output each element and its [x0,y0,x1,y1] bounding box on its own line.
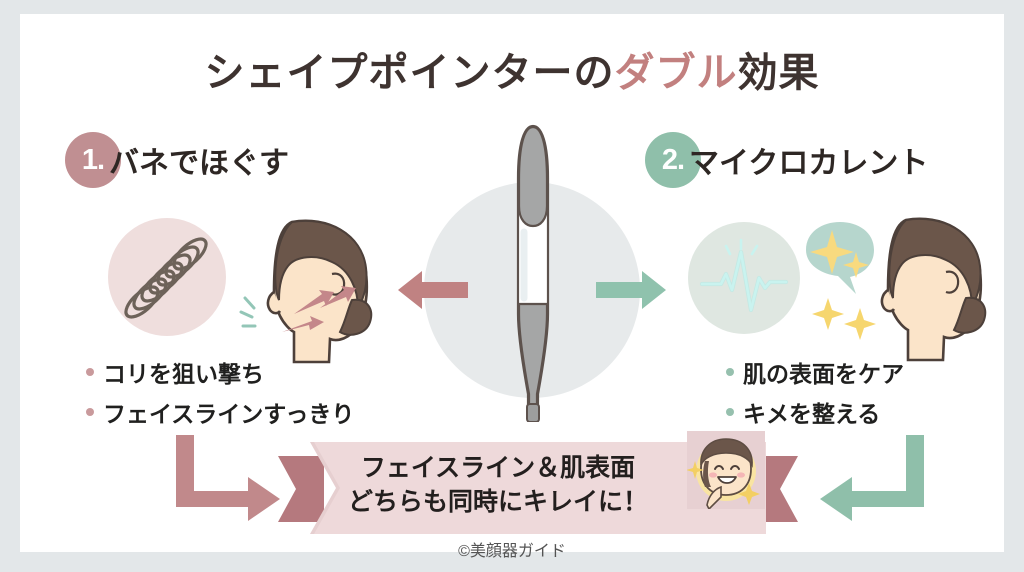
bullet-dot-icon [726,368,734,376]
ribbon-line-1: フェイスライン＆肌表面 [360,454,636,482]
bullet-list-left: コリを狙い撃ち フェイスラインすっきり [86,355,354,435]
bullet-text: フェイスラインすっきり [103,401,355,427]
arrow-left-rose [398,271,468,309]
wave-icon-background [688,222,800,334]
section-2-label: マイクロカレント [689,147,929,180]
bullet-list-right: 肌の表面をケア キメを整える [726,355,904,435]
sparkle-speech-bubble [806,222,876,340]
ribbon-banner [278,442,798,534]
spring-icon-background [108,218,226,336]
bullet-text: コリを狙い撃ち [103,361,264,387]
section-header-1: 1. バネでほぐす [65,132,289,188]
ribbon-line-2: どちらも同時にキレイに！ [347,487,648,516]
page-title-part1: シェイプポインターの [204,51,615,95]
footer-credit: ©美顔器ガイド [458,543,566,560]
list-item: 肌の表面をケア [726,355,904,389]
bullet-dot-icon [86,408,94,416]
elbow-arrow-right [820,435,924,521]
smiling-woman-illustration [687,431,765,509]
page-title-highlight: ダブル [614,51,738,95]
list-item: キメを整える [726,395,904,429]
list-item: コリを狙い撃ち [86,355,354,389]
shape-pointer-device [516,124,550,422]
pulse-wave-icon [699,238,789,313]
bullet-text: キメを整える [743,401,881,427]
section-1-number-badge: 1. [65,132,121,188]
face-illustration-left [239,219,373,364]
page-title-part2: 効果 [737,51,820,95]
elbow-arrow-left [176,435,280,521]
spring-coil-icon [124,237,208,319]
ribbon-text: フェイスライン＆肌表面 どちらも同時にキレイに！ [298,452,698,519]
section-header-2: 2. マイクロカレント [645,132,928,188]
bullet-text: 肌の表面をケア [743,361,904,387]
section-1-label: バネでほぐす [109,147,289,180]
section-2-number-badge: 2. [645,132,701,188]
infographic-card: シェイプポインターのダブル効果 1. バネでほぐす 2. マイクロカレント [20,14,1004,552]
bullet-dot-icon [86,368,94,376]
page-title: シェイプポインターのダブル効果 [20,40,1004,98]
list-item: フェイスラインすっきり [86,395,354,429]
face-illustration-right [880,217,987,362]
arrow-right-green [596,271,666,309]
bullet-dot-icon [726,408,734,416]
